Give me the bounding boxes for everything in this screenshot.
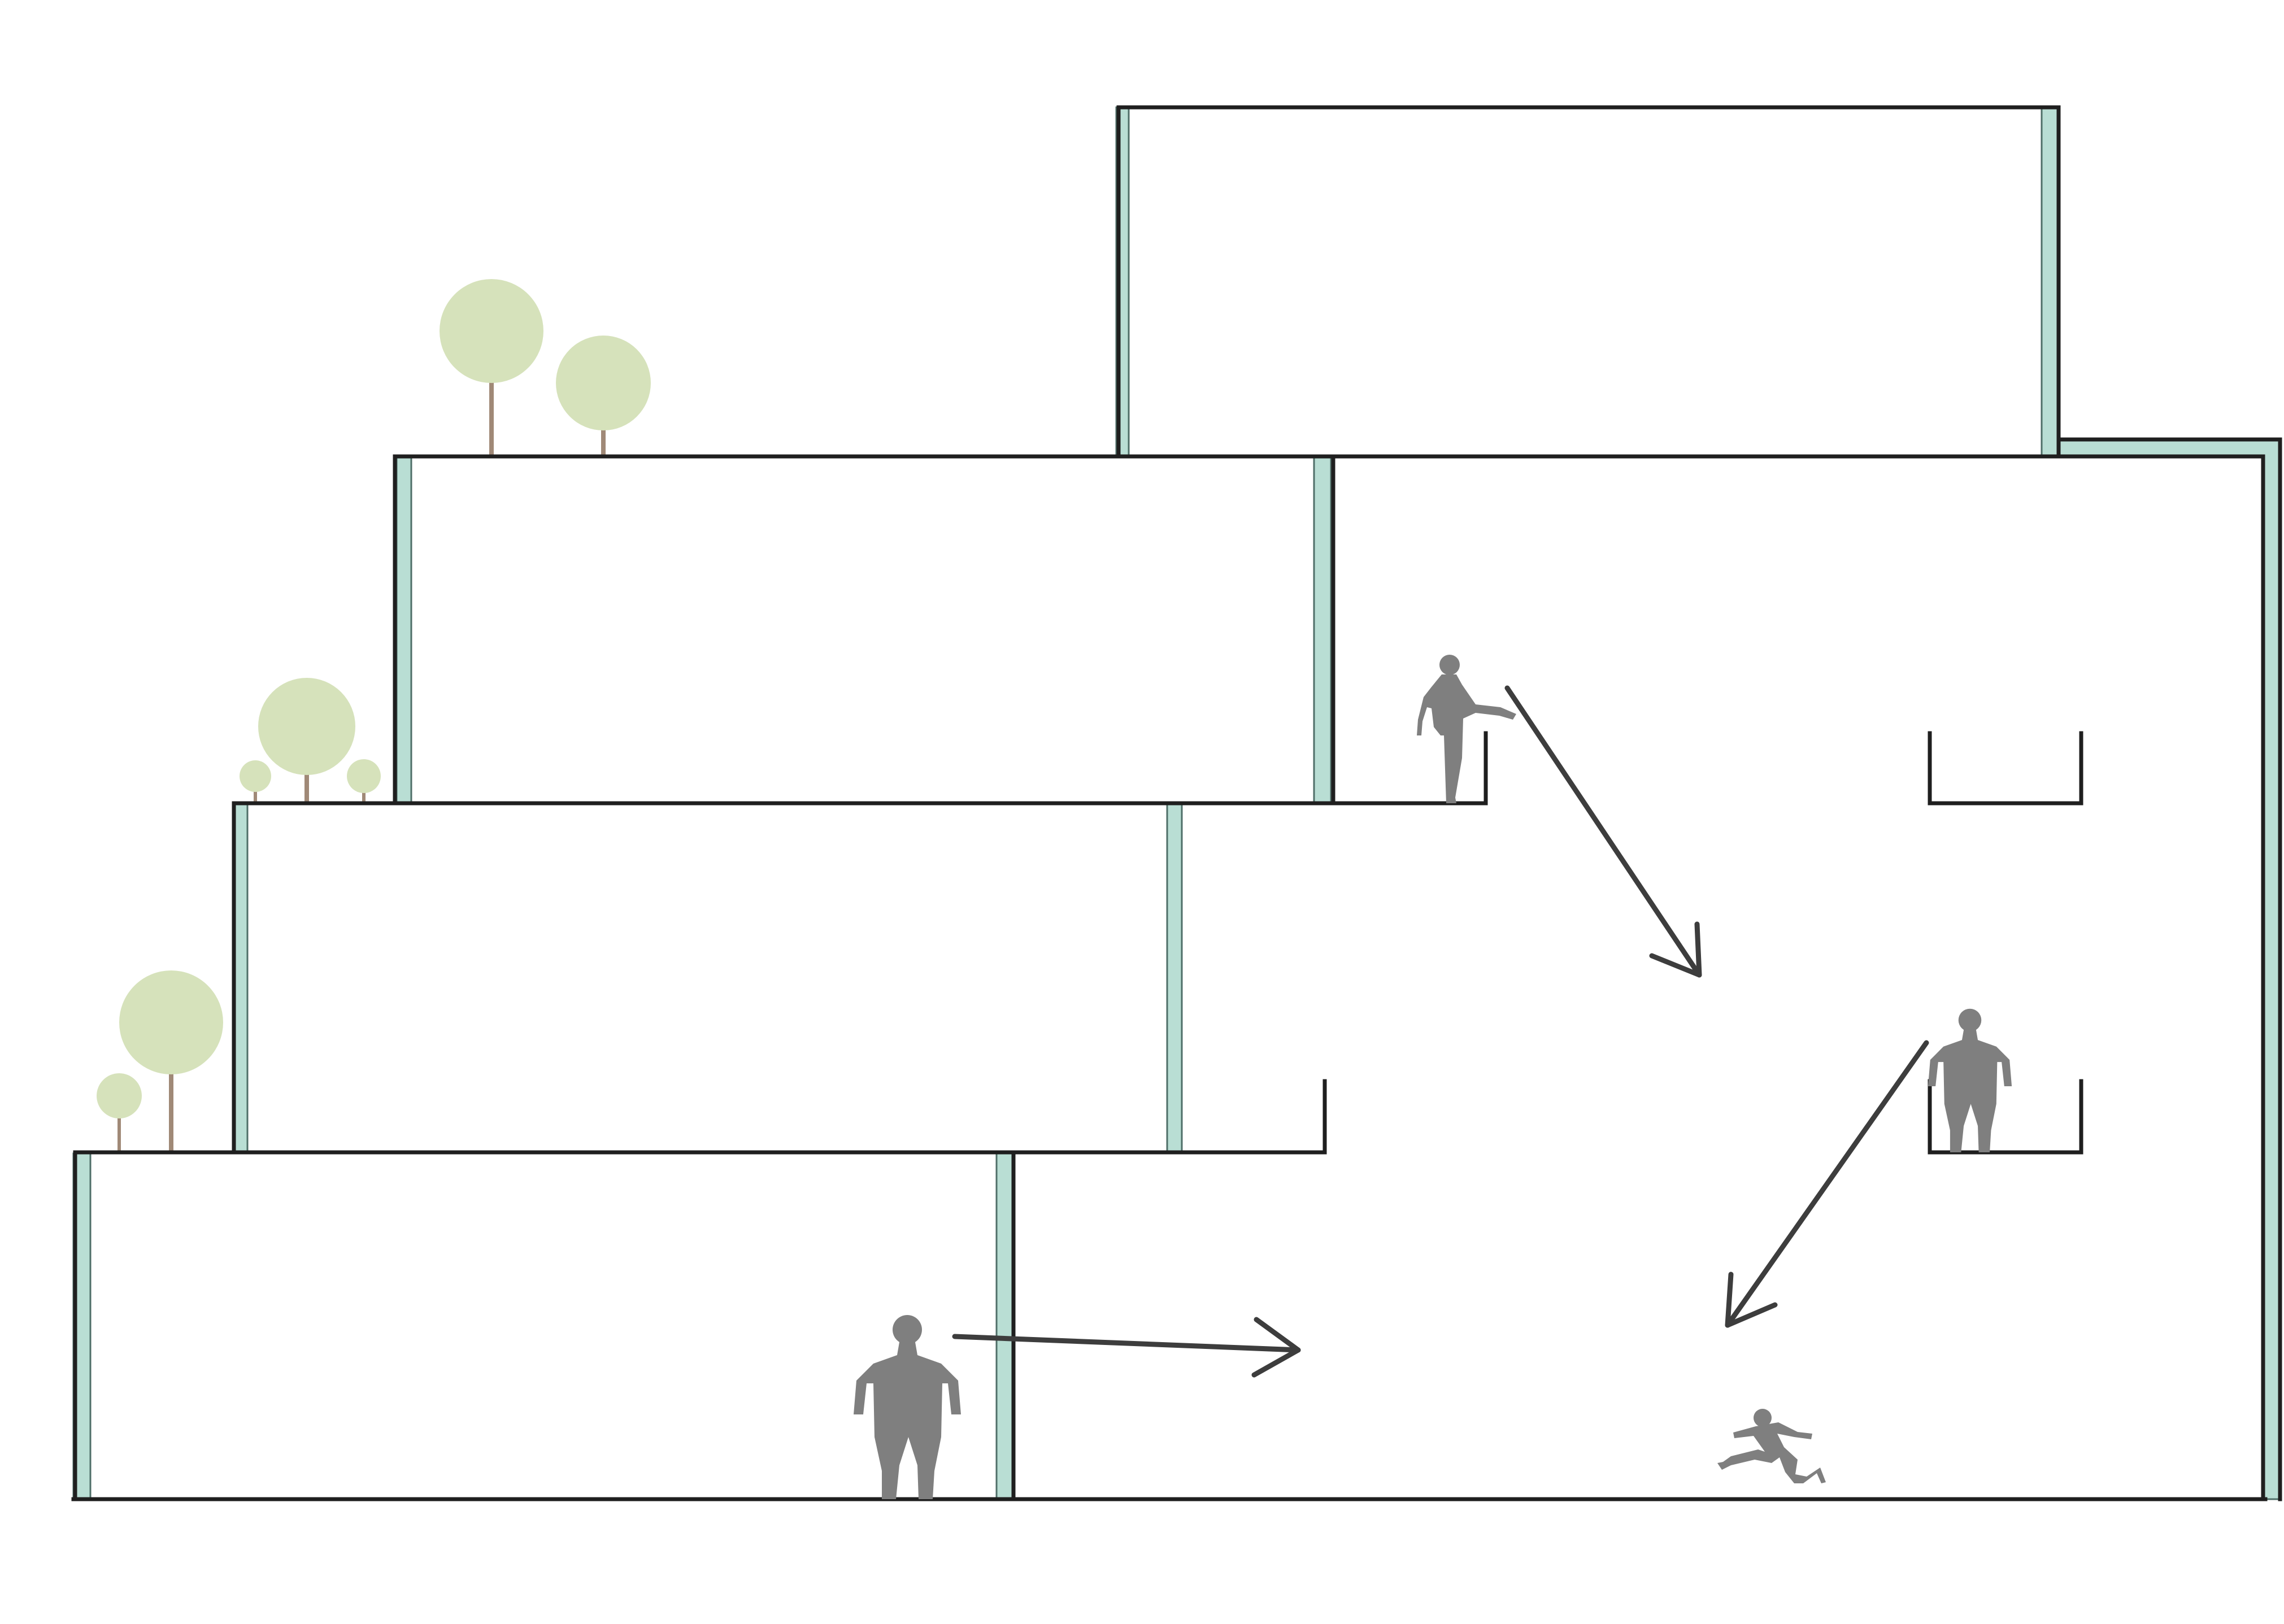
tree-icon bbox=[97, 1073, 142, 1152]
tree-canopy bbox=[556, 336, 651, 430]
person-running bbox=[1717, 1409, 1826, 1483]
balcony-upper bbox=[1928, 731, 2083, 806]
tree-canopy bbox=[347, 759, 381, 793]
building-outline bbox=[71, 105, 2282, 1501]
movement-arrow-upper bbox=[1504, 685, 1702, 978]
tree-canopy bbox=[258, 678, 355, 775]
tree-icon bbox=[258, 678, 355, 803]
person-standing-ground bbox=[854, 1315, 961, 1499]
people-group bbox=[854, 655, 2012, 1499]
tree-icon bbox=[240, 760, 271, 803]
tree-icon bbox=[119, 970, 223, 1152]
arrows-group bbox=[952, 685, 1929, 1378]
movement-arrow-balcony bbox=[1725, 1040, 1929, 1328]
glass-wall-third-inner bbox=[1313, 455, 1332, 804]
tree-canopy bbox=[440, 279, 543, 383]
glass-wall-atrium-right bbox=[2057, 438, 2281, 1500]
tree-icon bbox=[556, 336, 651, 456]
tree-canopy bbox=[240, 760, 271, 792]
glass-wall-top-right bbox=[2041, 106, 2060, 456]
trees-group bbox=[97, 279, 651, 1152]
tree-canopy bbox=[119, 970, 223, 1074]
tree-icon bbox=[440, 279, 543, 456]
tree-icon bbox=[347, 759, 381, 803]
movement-arrow-ground bbox=[952, 1317, 1301, 1378]
person-pointing bbox=[1417, 655, 1516, 803]
glass-wall-third-left bbox=[395, 455, 412, 804]
balcony-lower bbox=[1928, 1079, 2083, 1155]
glass-wall-ground-inner bbox=[995, 1152, 1015, 1500]
tree-canopy bbox=[97, 1073, 142, 1118]
glass-wall-second-inner bbox=[1166, 803, 1183, 1153]
person-standing-balcony bbox=[1928, 1008, 2012, 1152]
